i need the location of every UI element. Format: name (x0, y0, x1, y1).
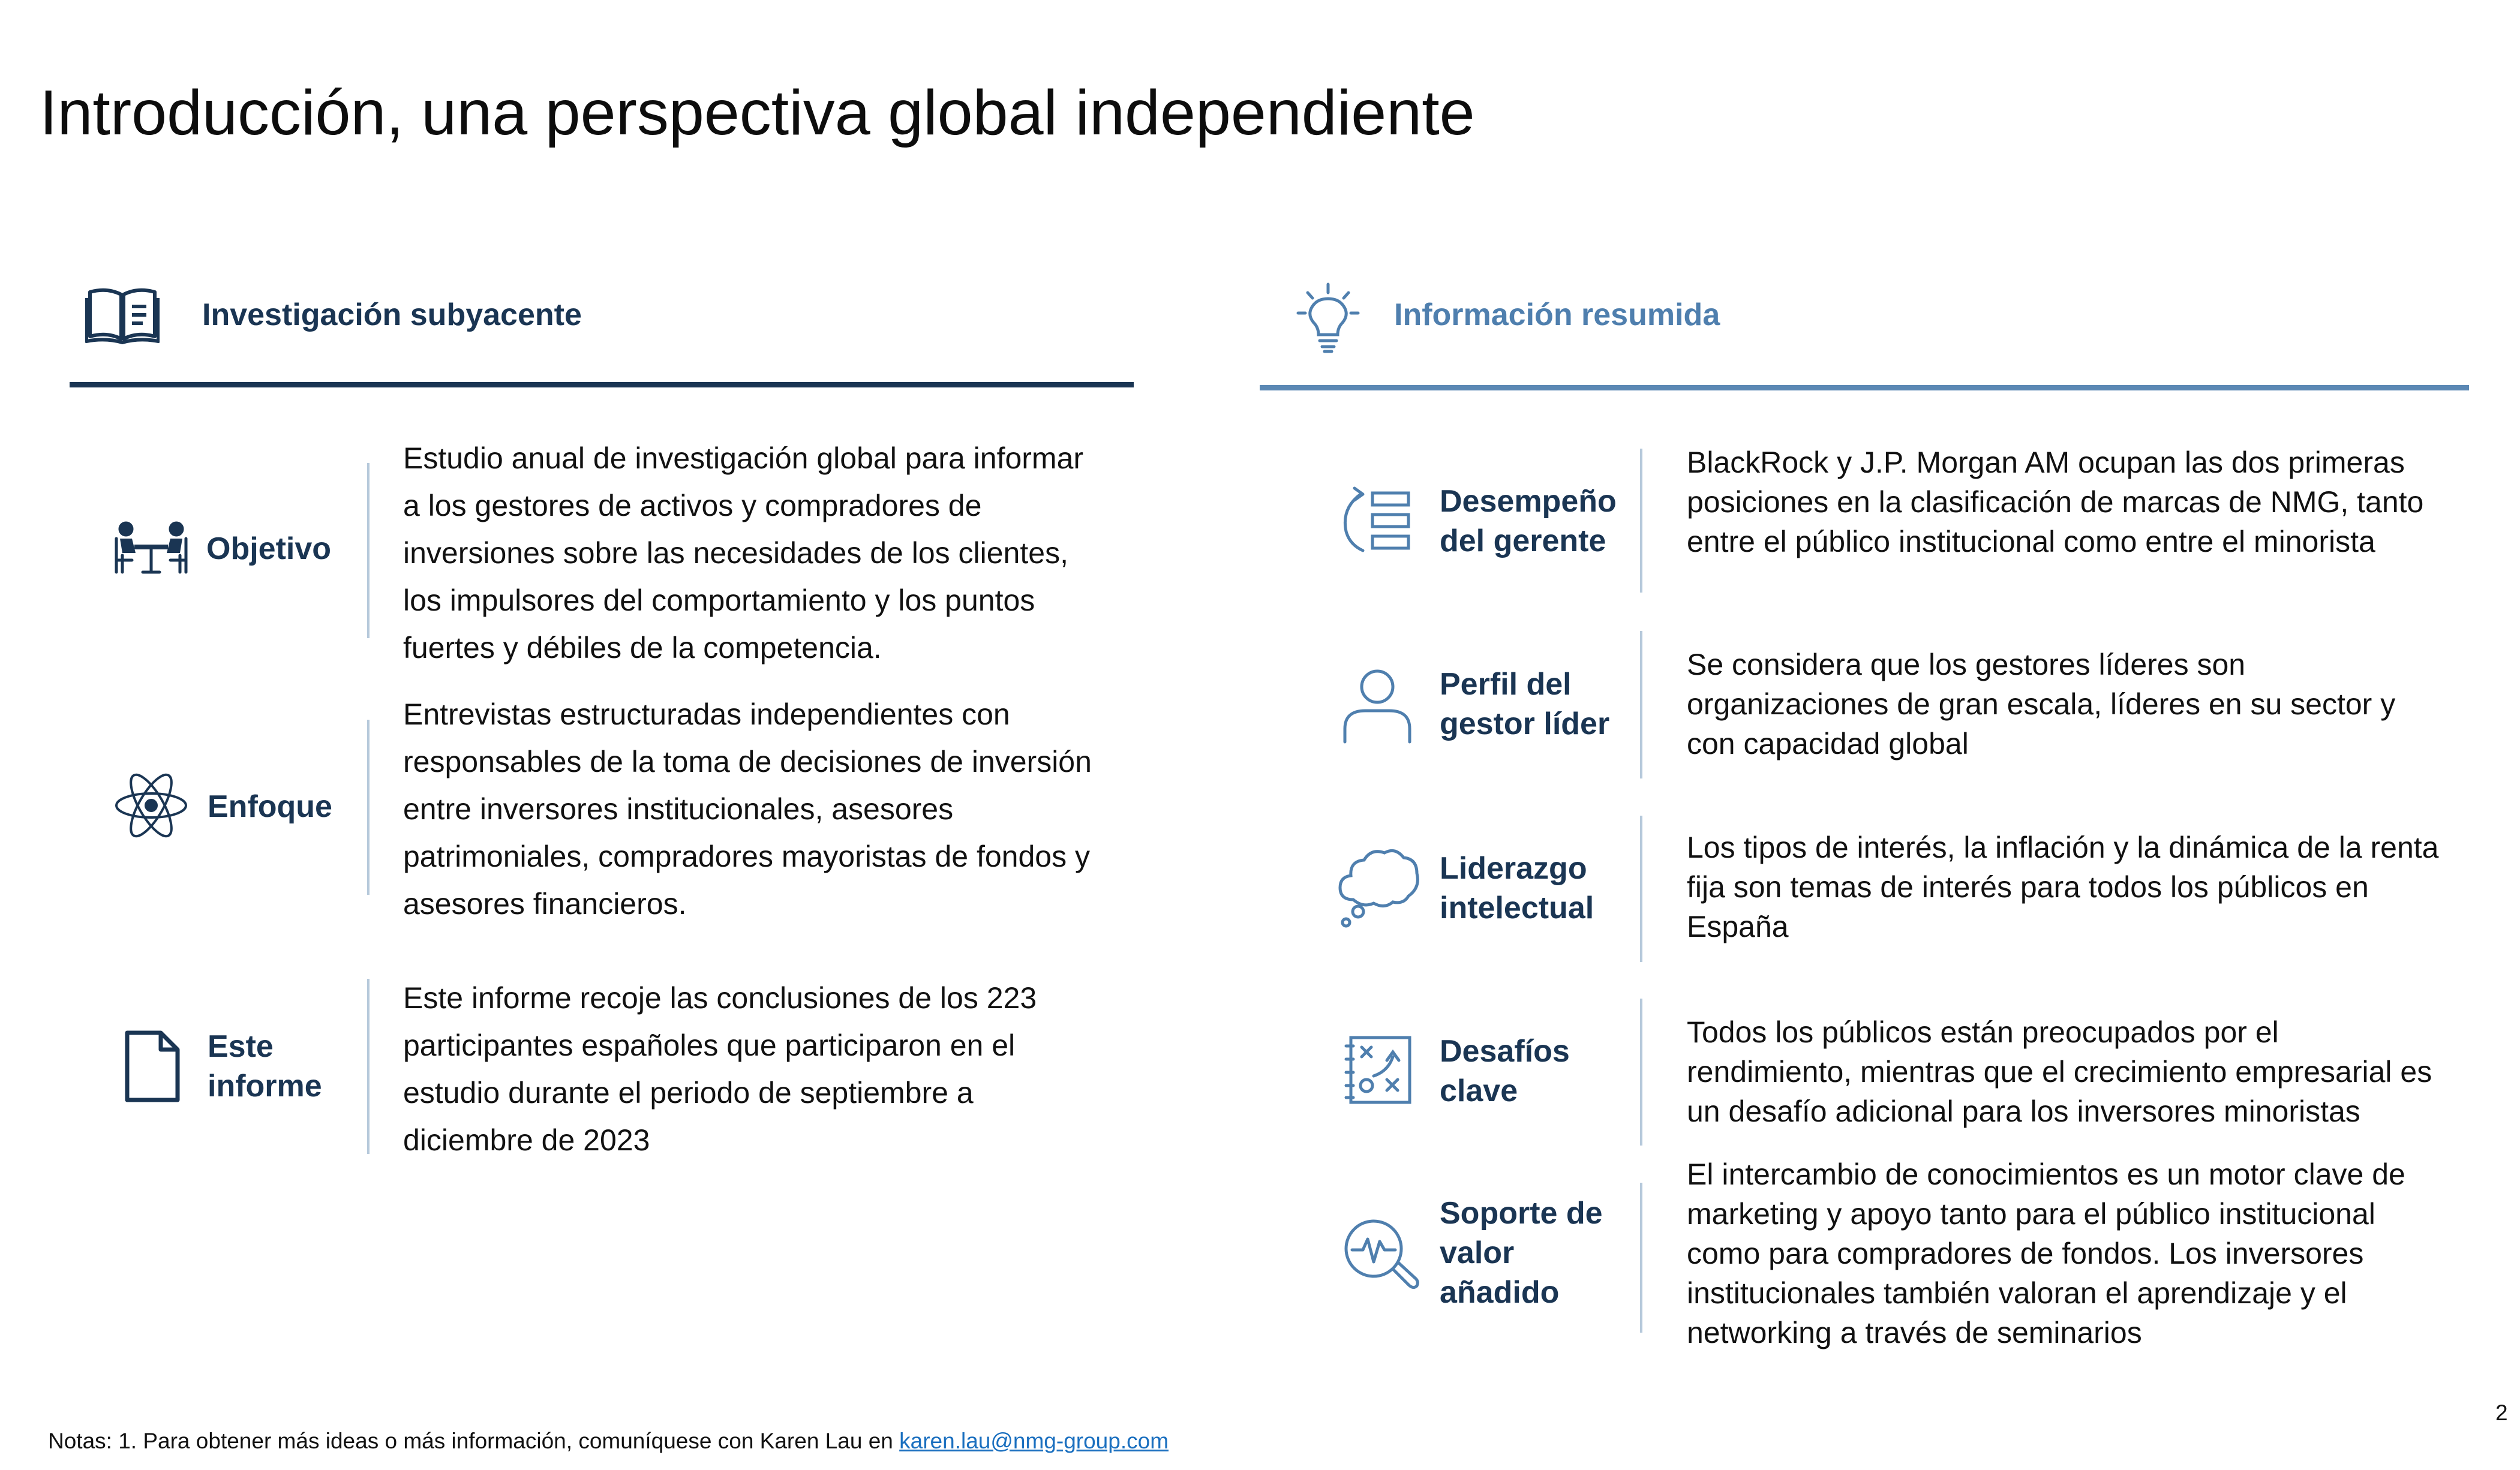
strategy-board-icon (1344, 1036, 1411, 1104)
row-text-este-informe: Este informe recoje las conclusiones de … (403, 981, 1037, 1157)
row-divider (1640, 816, 1642, 962)
left-section-divider (70, 382, 1134, 387)
footnote: Notas: 1. Para obtener más ideas o más i… (48, 1429, 1169, 1454)
row-text-soporte: El intercambio de conocimientos es un mo… (1687, 1158, 2405, 1349)
row-text-enfoque: Entrevistas estructuradas independientes… (403, 698, 1092, 921)
row-text-objetivo: Estudio anual de investigación global pa… (403, 441, 1084, 665)
lightbulb-icon (1296, 282, 1360, 353)
footnote-text: Notas: 1. Para obtener más ideas o más i… (48, 1429, 900, 1453)
row-divider (367, 463, 370, 638)
row-label-liderazgo: Liderazgo intelectual (1440, 851, 1594, 925)
row-text-perfil: Se considera que los gestores líderes so… (1687, 648, 2396, 760)
page-title: Introducción, una perspectiva global ind… (40, 77, 1475, 148)
row-label-perfil: Perfil del gestor líder (1440, 667, 1610, 741)
row-text-desempeno: BlackRock y J.P. Morgan AM ocupan las do… (1687, 446, 2424, 558)
row-divider (1640, 631, 1642, 778)
performance-rank-icon (1343, 486, 1410, 552)
row-divider (367, 979, 370, 1154)
document-icon (125, 1030, 180, 1102)
row-label-desempeno: Desempeño del gerente (1440, 484, 1617, 558)
row-divider (1640, 999, 1642, 1146)
row-text-liderazgo: Los tipos de interés, la inflación y la … (1687, 831, 2439, 943)
row-divider (1640, 449, 1642, 593)
left-section-heading: Investigación subyacente (202, 297, 582, 332)
meeting-icon (115, 521, 188, 574)
right-section-divider (1260, 385, 2469, 390)
row-label-desafios: Desafíos clave (1440, 1034, 1570, 1108)
thought-cloud-icon (1338, 849, 1419, 928)
row-divider (367, 720, 370, 895)
user-profile-icon (1343, 669, 1411, 744)
row-text-desafios: Todos los públicos están preocupados por… (1687, 1015, 2432, 1128)
atom-icon (115, 773, 187, 838)
row-label-enfoque: Enfoque (208, 789, 332, 824)
row-label-objetivo: Objetivo (206, 531, 332, 566)
right-section-heading: Información resumida (1394, 297, 1720, 332)
open-book-icon (85, 288, 160, 344)
magnifier-pulse-icon (1344, 1219, 1419, 1289)
row-label-soporte: Soporte de valor añadido (1440, 1196, 1603, 1310)
page-number: 2 (2495, 1400, 2508, 1425)
email-link[interactable]: karen.lau@nmg-group.com (899, 1429, 1169, 1453)
row-label-este-informe: Este informe (208, 1029, 322, 1104)
row-divider (1640, 1183, 1642, 1333)
